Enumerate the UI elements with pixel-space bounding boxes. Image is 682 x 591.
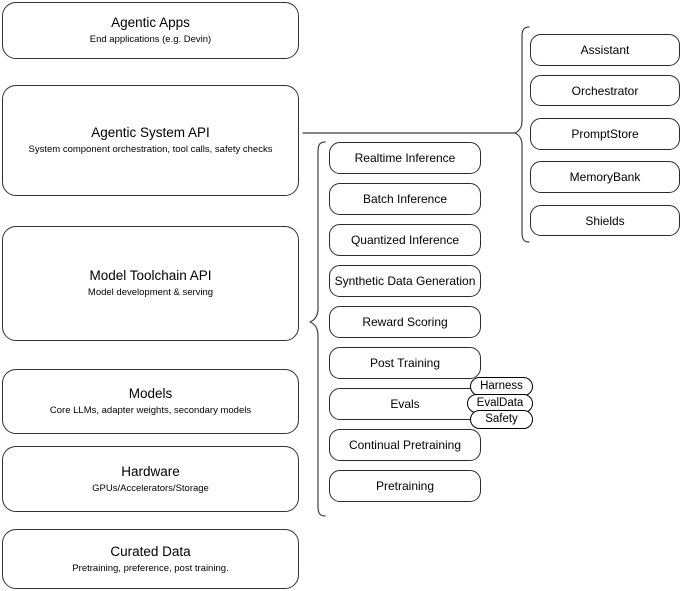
layer-subtitle: End applications (e.g. Devin): [89, 34, 212, 45]
layer-title: Curated Data: [110, 543, 191, 559]
evals-subcomponent-evaldata[interactable]: EvalData: [467, 394, 533, 413]
component-label: PromptStore: [571, 127, 639, 141]
evals-subcomponent-safety[interactable]: Safety: [470, 410, 533, 429]
evals-subcomponent-label: Safety: [485, 413, 518, 425]
brace-model-toolchain-components: [309, 141, 326, 517]
component-post-training[interactable]: Post Training: [329, 347, 481, 379]
component-label: Evals: [390, 397, 420, 411]
layer-agentic-system-api[interactable]: Agentic System API System component orch…: [2, 85, 299, 196]
component-label: Shields: [585, 213, 625, 228]
layer-subtitle: Pretraining, preference, post training.: [72, 562, 229, 574]
component-reward-scoring[interactable]: Reward Scoring: [329, 306, 481, 338]
layer-subtitle: GPUs/Accelerators/Storage: [92, 482, 209, 494]
component-memorybank[interactable]: MemoryBank: [530, 161, 680, 193]
component-label: Orchestrator: [571, 83, 639, 98]
layer-title: Model Toolchain API: [89, 268, 212, 283]
component-label: Realtime Inference: [354, 151, 456, 165]
component-evals[interactable]: Evals: [329, 388, 481, 420]
component-promptstore[interactable]: PromptStore: [530, 118, 680, 150]
component-label: Batch Inference: [362, 192, 448, 206]
component-label: MemoryBank: [569, 170, 641, 184]
layer-models[interactable]: Models Core LLMs, adapter weights, secon…: [2, 369, 299, 434]
component-realtime-inference[interactable]: Realtime Inference: [329, 142, 481, 174]
component-label: Quantized Inference: [350, 233, 460, 247]
layer-title: Models: [128, 386, 173, 401]
component-label: Reward Scoring: [362, 315, 448, 329]
layer-subtitle: System component orchestration, tool cal…: [28, 144, 273, 155]
component-synthetic-data-generation[interactable]: Synthetic Data Generation: [329, 265, 481, 297]
component-shields[interactable]: Shields: [530, 205, 680, 236]
component-quantized-inference[interactable]: Quantized Inference: [329, 224, 481, 256]
component-label: Continual Pretraining: [348, 438, 462, 452]
component-assistant[interactable]: Assistant: [530, 34, 680, 66]
layer-agentic-apps[interactable]: Agentic Apps End applications (e.g. Devi…: [2, 2, 299, 59]
component-pretraining[interactable]: Pretraining: [329, 470, 481, 502]
component-continual-pretraining[interactable]: Continual Pretraining: [329, 429, 481, 461]
component-label: Synthetic Data Generation: [334, 274, 476, 288]
layer-subtitle: Model development & serving: [87, 287, 214, 298]
component-label: Assistant: [580, 43, 630, 57]
layer-title: Agentic Apps: [111, 15, 190, 30]
layer-hardware[interactable]: Hardware GPUs/Accelerators/Storage: [2, 446, 299, 512]
layer-title: Agentic System API: [91, 125, 210, 140]
component-label: Pretraining: [375, 479, 435, 493]
layer-model-toolchain-api[interactable]: Model Toolchain API Model development & …: [2, 226, 299, 341]
component-batch-inference[interactable]: Batch Inference: [329, 183, 481, 215]
component-label: Post Training: [369, 356, 441, 370]
brace-path-middle: [309, 141, 326, 517]
evals-subcomponent-label: Harness: [480, 380, 523, 392]
layer-curated-data[interactable]: Curated Data Pretraining, preference, po…: [2, 529, 299, 589]
component-orchestrator[interactable]: Orchestrator: [530, 75, 680, 106]
layer-title: Hardware: [121, 463, 180, 479]
layer-subtitle: Core LLMs, adapter weights, secondary mo…: [49, 405, 252, 416]
evals-subcomponent-label: EvalData: [476, 397, 524, 409]
brace-path-right: [514, 26, 530, 243]
